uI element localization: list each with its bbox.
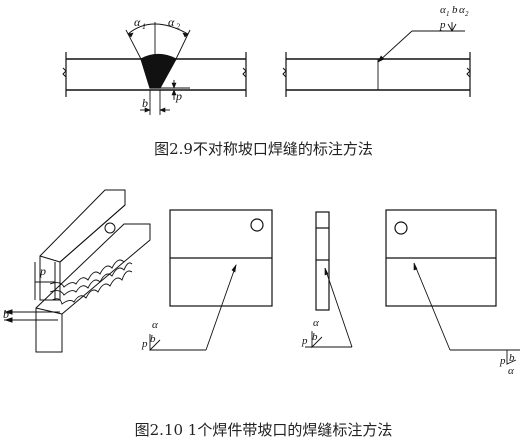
fig210c-label-b: b — [312, 331, 318, 343]
symbol-b: b — [452, 4, 458, 16]
fig210d-label-p: p — [499, 355, 506, 367]
fig210-isometric-weld — [4, 189, 151, 353]
symbol-p: p — [439, 19, 446, 31]
fig210-side-view — [305, 211, 353, 349]
fig29-right-plan — [282, 22, 471, 97]
fig210b-label-alpha: α — [152, 319, 158, 331]
symbol-alpha1: α — [440, 4, 446, 16]
fig210d-label-b: b — [509, 352, 515, 364]
weld-bead — [140, 58, 178, 89]
label-b: b — [142, 96, 148, 110]
symbol-alpha2-sub: 2 — [465, 10, 469, 18]
label-alpha2-sub: 2 — [176, 22, 180, 31]
fig210-label-p: p — [39, 264, 46, 278]
fig210-front-view-variant — [385, 209, 520, 365]
fig210b-label-b: b — [150, 333, 156, 345]
label-alpha1-sub: 1 — [142, 22, 146, 31]
symbol-alpha2: α — [459, 4, 465, 16]
fig210d-label-alpha: α — [508, 365, 514, 377]
fig210c-label-p: p — [301, 335, 308, 347]
fig29-left-section — [62, 22, 247, 115]
label-p: p — [175, 89, 182, 103]
symbol-alpha1-sub: 1 — [446, 10, 450, 18]
caption-figure-2-9: 图2.9不对称坡口焊缝的标注方法 — [154, 140, 373, 158]
label-alpha1: α — [134, 15, 141, 29]
caption-figure-2-10: 图2.10 1个焊件带坡口的焊缝标注方法 — [134, 421, 393, 439]
fig210c-label-alpha: α — [313, 317, 319, 329]
label-alpha2: α — [168, 15, 175, 29]
fig210-label-b: b — [3, 307, 9, 321]
fig210-front-view — [149, 209, 273, 352]
fig210b-label-p: p — [141, 338, 148, 350]
